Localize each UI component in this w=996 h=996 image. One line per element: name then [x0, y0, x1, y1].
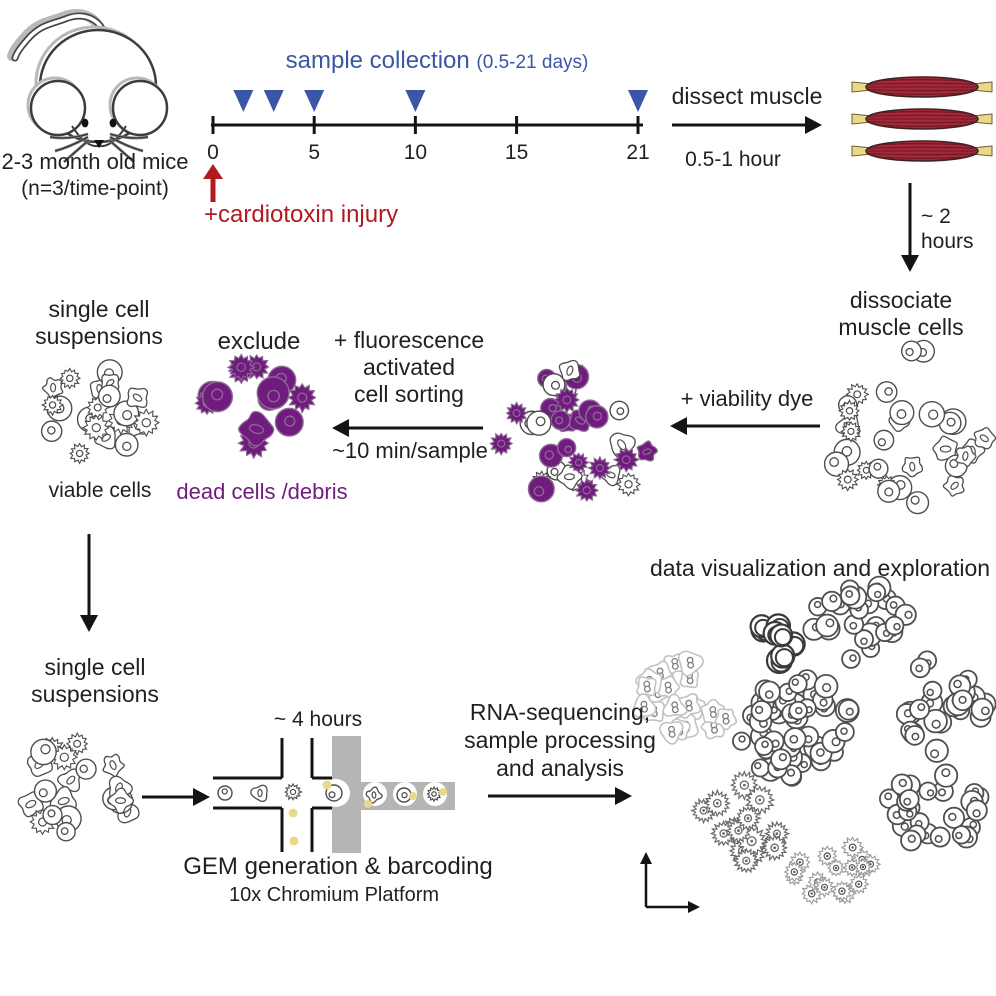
- sample-collection-markers: [233, 90, 648, 112]
- timeline-title-text: sample collection: [285, 47, 470, 74]
- umap-cluster-center: [732, 669, 860, 787]
- umap-cluster-gray: [631, 650, 738, 745]
- dissect-arrow: [672, 116, 822, 134]
- svg-text:0: 0: [207, 141, 219, 164]
- facs-arrow: [332, 419, 483, 437]
- dissociate-label-line2: muscle cells: [838, 314, 964, 340]
- mouse-icon: [7, 9, 169, 164]
- svg-text:15: 15: [505, 141, 528, 164]
- suspension-top-line1: single cell: [48, 296, 150, 322]
- dataviz-title: data visualization and exploration: [649, 555, 991, 581]
- muscle-spindle: [851, 108, 993, 130]
- mouse-caption: 2-3 month old mice (n=3/time-point): [1, 148, 188, 202]
- injury-arrow: [203, 164, 223, 202]
- suspension-bottom-line1: single cell: [44, 654, 146, 680]
- rnaseq-arrow: [488, 787, 632, 805]
- timeline-range-note: (0.5-21 days): [476, 52, 589, 73]
- viability-label: + viability dye: [680, 386, 814, 411]
- dissociate-duration: ~ 2 hours: [921, 204, 974, 254]
- facs-duration: ~10 min/sample: [332, 438, 488, 463]
- facs-label-line1: + fluorescence: [333, 327, 485, 353]
- rnaseq-line2: sample processing: [464, 727, 656, 753]
- axes-icon: [640, 852, 700, 913]
- to-chip-arrow: [142, 788, 210, 806]
- umap-cluster-spiky: [689, 770, 791, 874]
- muscle-icon: [851, 76, 993, 162]
- suspension-top-line2: suspensions: [35, 323, 163, 349]
- dissect-duration: 0.5-1 hour: [685, 148, 781, 171]
- umap-cluster-dense: [749, 613, 806, 675]
- suspension-top-label: single cell suspensions: [35, 296, 163, 350]
- viable-cells-label: viable cells: [48, 479, 152, 502]
- timeline-axis: 0 5 10 15 21: [207, 116, 650, 164]
- umap-cluster-fuzzy: [783, 836, 882, 906]
- dissect-label: dissect muscle: [671, 83, 823, 109]
- dissociate-duration-line1: ~ 2: [921, 205, 951, 228]
- umap-cluster-right: [895, 650, 996, 763]
- dissociate-duration-line2: hours: [921, 230, 974, 253]
- facs-label-line3: cell sorting: [354, 381, 464, 407]
- timeline-title: sample collection (0.5-21 days): [286, 47, 589, 76]
- stained-cells-cluster: [489, 359, 659, 503]
- svg-text:10: 10: [404, 141, 427, 164]
- gem-sublabel: 10x Chromium Platform: [228, 884, 440, 906]
- dissociated-cells-cluster: [823, 339, 996, 515]
- gem-duration: ~ 4 hours: [273, 708, 363, 731]
- dissociate-label: dissociate muscle cells: [838, 287, 963, 341]
- viability-arrow: [670, 417, 820, 435]
- injury-label: +cardiotoxin injury: [204, 201, 399, 228]
- dead-cells-cluster: [194, 353, 317, 460]
- dissociate-label-line1: dissociate: [849, 287, 953, 313]
- svg-text:5: 5: [308, 141, 320, 164]
- suspension-bottom-label: single cell suspensions: [31, 654, 159, 708]
- suspension-bottom-line2: suspensions: [31, 681, 159, 707]
- muscle-spindle: [851, 76, 993, 98]
- svg-text:21: 21: [626, 141, 649, 164]
- facs-label: + fluorescence activated cell sorting: [334, 327, 484, 408]
- dead-cells-label: dead cells /debris: [176, 479, 348, 504]
- suspension-down-arrow: [80, 534, 98, 632]
- suspension-cells-cluster: [17, 731, 140, 842]
- facs-label-line2: activated: [362, 354, 456, 380]
- microfluidic-chip-icon: [213, 736, 455, 853]
- two-hours-arrow: [901, 183, 919, 272]
- exclude-label: exclude: [217, 328, 301, 355]
- rnaseq-line1: RNA-sequencing,: [469, 699, 651, 725]
- mouse-caption-line2: (n=3/time-point): [21, 177, 169, 200]
- gem-label: GEM generation & barcoding: [183, 853, 493, 880]
- rnaseq-label: RNA-sequencing, sample processing and an…: [464, 698, 656, 782]
- rnaseq-line3: and analysis: [496, 755, 624, 781]
- viable-cells-cluster: [40, 359, 161, 465]
- umap-cluster-topright: [802, 575, 917, 669]
- mouse-caption-line1: 2-3 month old mice: [1, 149, 189, 174]
- muscle-spindle: [851, 140, 993, 162]
- umap-cluster-bottomright: [879, 763, 990, 852]
